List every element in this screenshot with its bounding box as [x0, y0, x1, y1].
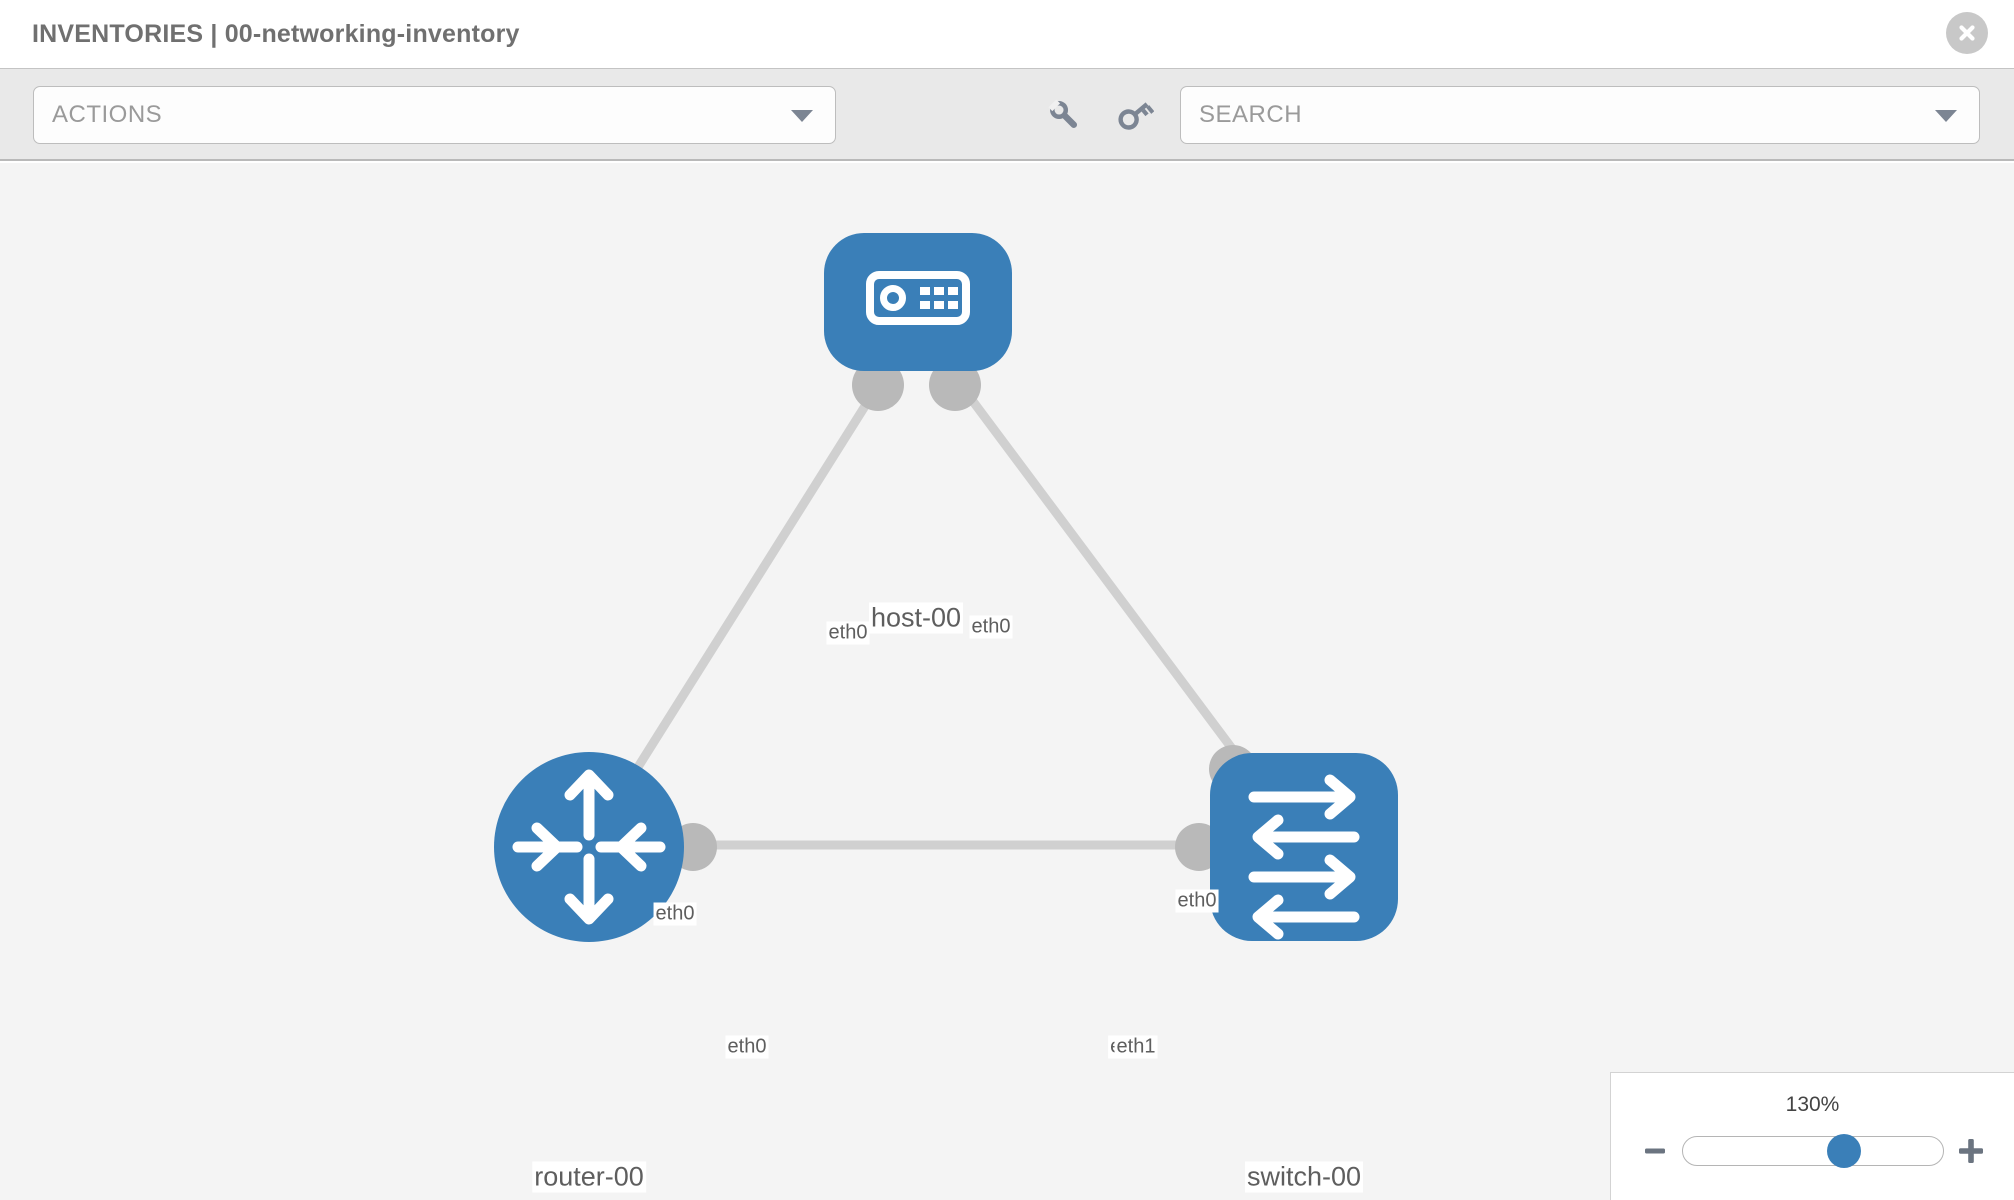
server-icon [866, 271, 970, 325]
zoom-control-panel: 130% [1610, 1072, 2014, 1200]
wrench-icon[interactable] [1040, 91, 1088, 139]
search-input-value: SEARCH [1199, 101, 1303, 128]
topology-node-switch-00 [1210, 753, 1398, 941]
topology-node-host-00 [824, 233, 1012, 371]
stub-host00-right [929, 359, 981, 411]
key-icon[interactable] [1110, 91, 1158, 139]
close-icon[interactable] [1946, 12, 1988, 54]
topology-graph [494, 233, 1398, 942]
page-header: INVENTORIES | 00-networking-inventory [0, 0, 2014, 68]
switch-arrows-icon [1248, 774, 1360, 940]
link-host00-router00 [584, 320, 921, 850]
minus-icon[interactable] [1638, 1134, 1672, 1168]
stub-host00-left [852, 359, 904, 411]
topology-canvas[interactable]: eth0 host-00 eth0 eth0 eth0 eth0 eth eth… [0, 163, 2014, 1200]
topology-interface-stubs [669, 359, 1257, 871]
chevron-down-icon [1935, 110, 1957, 122]
page-title: INVENTORIES | 00-networking-inventory [32, 19, 520, 48]
plus-icon[interactable] [1954, 1134, 1988, 1168]
search-input[interactable]: SEARCH [1180, 86, 1980, 144]
router-arrows-icon [512, 769, 666, 925]
zoom-slider-thumb[interactable] [1826, 1134, 1861, 1168]
toolbar: ACTIONS SEARC [0, 68, 2014, 161]
zoom-percent-label: 130% [1785, 1093, 1840, 1116]
chevron-down-icon [791, 110, 813, 122]
actions-dropdown-label: ACTIONS [52, 101, 163, 128]
zoom-slider[interactable] [1681, 1134, 1944, 1168]
topology-node-router-00 [494, 752, 684, 942]
actions-dropdown[interactable]: ACTIONS [33, 86, 836, 144]
